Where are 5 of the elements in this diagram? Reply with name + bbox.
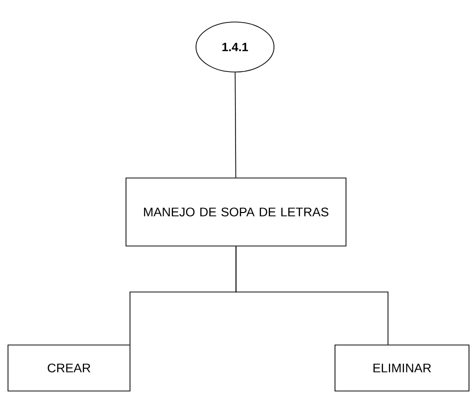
process-box: MANEJO DE SOPA DE LETRAS bbox=[126, 178, 346, 246]
connector-line bbox=[236, 246, 388, 345]
process-box: ELIMINAR bbox=[334, 344, 470, 392]
connector-line bbox=[234, 72, 236, 178]
process-box: CREAR bbox=[8, 344, 130, 392]
